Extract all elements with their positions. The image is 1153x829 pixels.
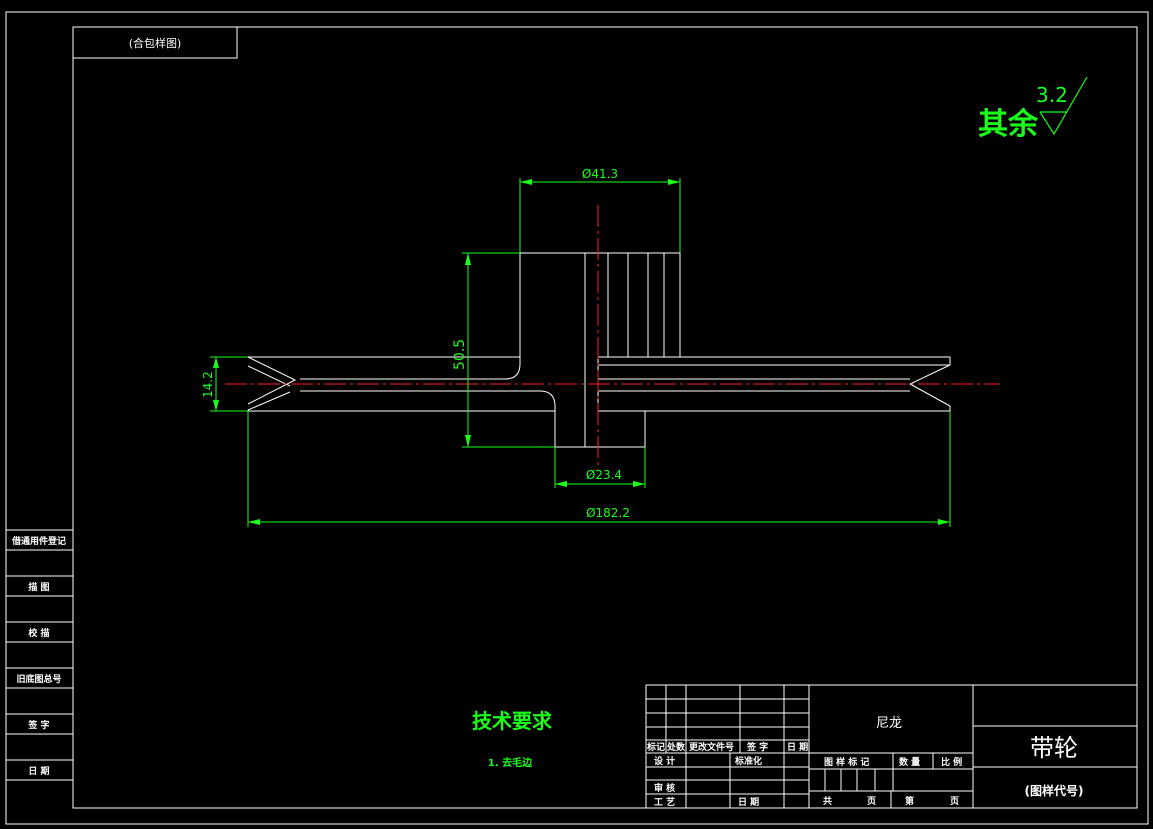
arrow: [938, 519, 950, 525]
title-block: [645, 684, 1138, 809]
side-table-labels: 借通用件登记 描 图 校 描 旧底图总号 签 字 日 期: [11, 535, 66, 777]
tech-req-item: 1. 去毛边: [488, 756, 533, 769]
inner-border: [72, 26, 1138, 809]
dim-d-outer: Ø182.2: [586, 506, 630, 520]
dim-groove: 14.2: [201, 371, 215, 398]
right-groove-v: [908, 364, 951, 407]
side-label: 签 字: [27, 719, 49, 731]
rev-header-sign: 签 字: [746, 741, 768, 753]
tech-req-title: 技术要求: [472, 709, 553, 733]
label-review: 审 核: [654, 782, 675, 794]
left-groove-v: [247, 356, 297, 405]
side-table: [6, 529, 73, 781]
side-label: 旧底图总号: [16, 673, 61, 685]
label-standardize: 标准化: [734, 755, 762, 767]
web-lower-line: [300, 390, 556, 447]
label-total: 共: [823, 795, 832, 807]
dimension-arrows: [213, 179, 950, 525]
rev-header-mark: 标记: [646, 741, 665, 753]
label-quantity: 数 量: [899, 756, 920, 768]
side-label: 日 期: [28, 765, 49, 777]
arrow: [213, 400, 219, 411]
side-label: 描 图: [28, 581, 49, 593]
roughness-symbol: [1039, 76, 1088, 136]
arrow: [248, 519, 260, 525]
arrow: [465, 253, 471, 265]
side-label: 借通用件登记: [11, 535, 66, 547]
label-stage-mark: 图 样 标 记: [824, 756, 869, 768]
outer-border: [5, 11, 1149, 825]
drawing-code: (图样代号): [1025, 783, 1084, 798]
rev-header-doc: 更改文件号: [689, 741, 734, 753]
web-upper-line: [300, 253, 521, 380]
dim-d-bottom: Ø23.4: [586, 468, 622, 482]
label-sheet: 第: [905, 795, 914, 807]
arrow: [520, 179, 532, 185]
pulley-profile: [247, 252, 951, 448]
label-scale: 比 例: [941, 756, 962, 768]
dim-d-top: Ø41.3: [582, 167, 618, 181]
title-block-text: 标记 处数 更改文件号 签 字 日 期 设 计 标准化 审 核 工 艺 日 期 …: [646, 741, 962, 808]
part-name: 带轮: [1030, 734, 1078, 762]
label-page-unit-2: 页: [950, 796, 959, 807]
label-design: 设 计: [654, 755, 675, 767]
top-label-box: [72, 26, 238, 59]
arrow: [633, 481, 645, 487]
material: 尼龙: [876, 716, 902, 731]
arrow: [555, 481, 567, 487]
dimension-lines: [210, 178, 951, 527]
arrow: [668, 179, 680, 185]
roughness-prefix: 其余: [978, 107, 1039, 142]
label-page-unit: 页: [867, 796, 876, 807]
top-label: (合包样图): [129, 36, 182, 50]
arrow: [213, 357, 219, 368]
dim-height: 50.5: [452, 339, 468, 370]
roughness-value: 3.2: [1036, 83, 1068, 107]
rev-header-count: 处数: [666, 741, 686, 753]
side-label: 校 描: [28, 627, 49, 639]
label-process: 工 艺: [654, 796, 675, 808]
rev-header-date: 日 期: [787, 741, 808, 753]
label-date: 日 期: [738, 796, 759, 808]
left-groove-inner-top: [247, 365, 291, 387]
left-groove-inner-bottom: [247, 391, 291, 411]
arrow: [465, 435, 471, 447]
